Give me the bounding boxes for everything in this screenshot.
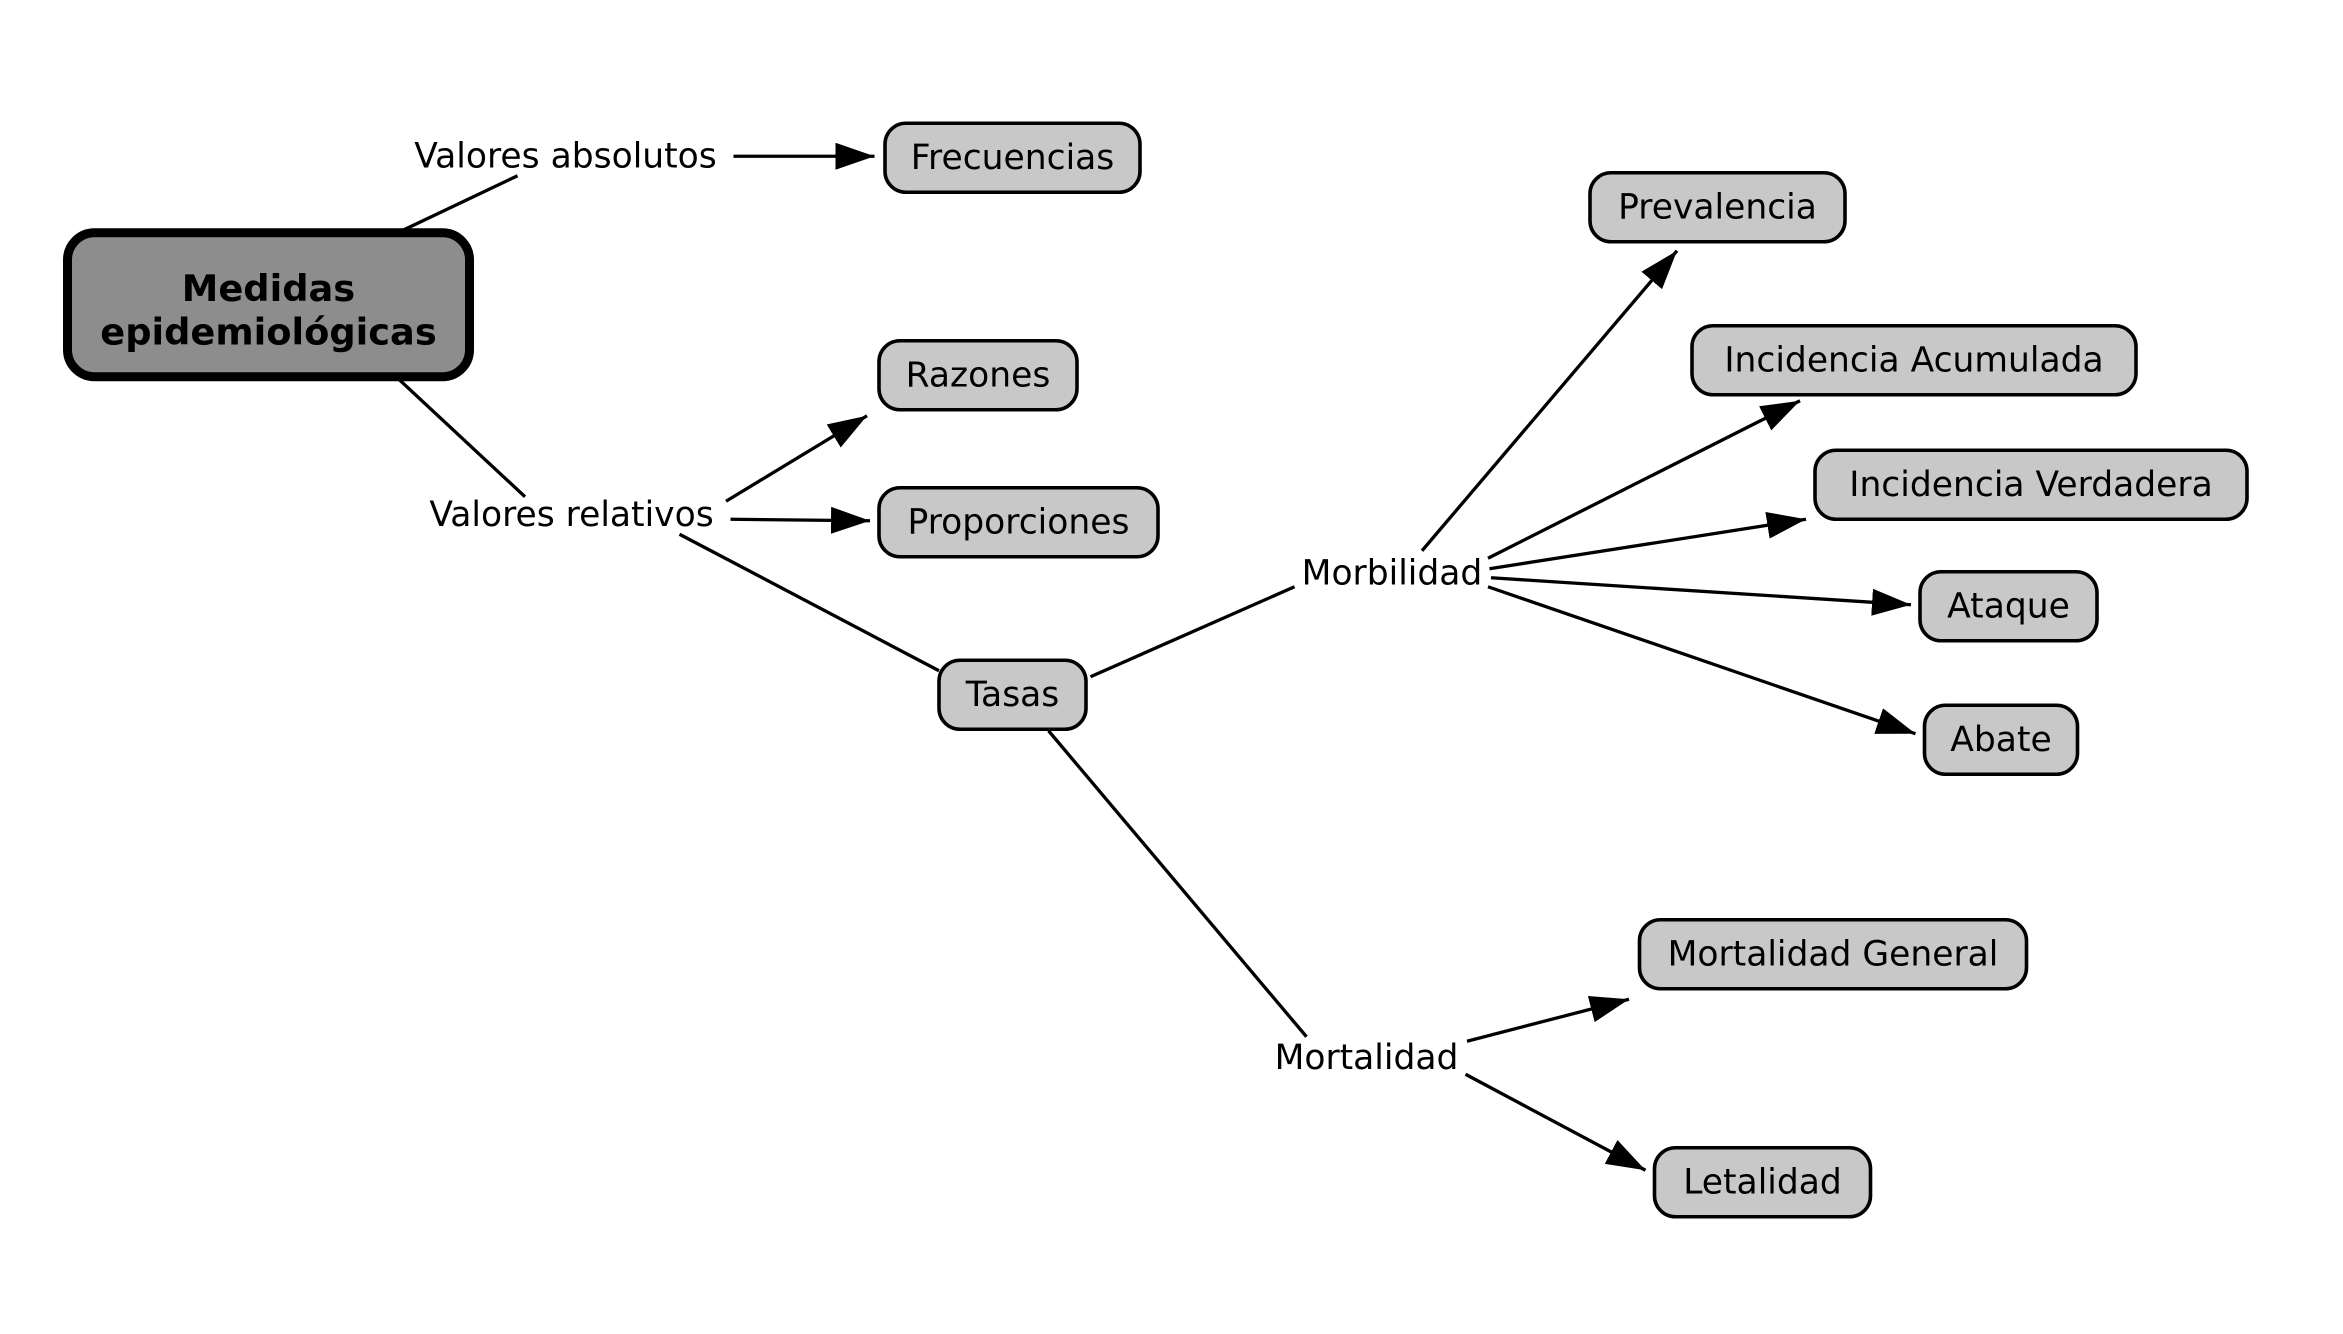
edge-morbilidad-to-incidencia-verdadera <box>1489 511 1807 571</box>
node-proporciones: Proporciones <box>877 485 1160 559</box>
node-incidencia-verdadera: Incidencia Verdadera <box>1813 448 2249 522</box>
branch-label-valores-absolutos: Valores absolutos <box>414 136 717 176</box>
root-node-label-line1: Medidas <box>182 267 355 310</box>
root-node-box <box>63 228 474 382</box>
node-tasas-label: Tasas <box>965 675 1060 715</box>
node-tasas-box <box>937 658 1088 732</box>
node-incidencia-verdadera-box <box>1813 448 2249 522</box>
edge-tasas-to-mortalidad <box>1047 729 1308 1038</box>
edge-tasas-to-morbilidad <box>1089 585 1296 679</box>
node-prevalencia: Prevalencia <box>1588 170 1847 244</box>
node-tasas: Tasas <box>937 658 1088 732</box>
edge-valores-relativos-to-razones <box>725 414 868 503</box>
node-abate: Abate <box>1922 703 2080 777</box>
edge-valores-relativos-to-proporciones <box>730 506 871 534</box>
edge-morbilidad-to-prevalencia <box>1420 249 1679 552</box>
root-node-label-line2: epidemiológicas <box>100 310 436 353</box>
edge-morbilidad-to-incidencia-acumulada <box>1487 399 1801 560</box>
edge-mortalidad-to-letalidad <box>1464 1072 1647 1172</box>
node-mortalidad-general-box <box>1637 917 2029 991</box>
node-mortalidad-general-label: Mortalidad General <box>1668 934 1999 974</box>
node-razones-label: Razones <box>906 355 1051 395</box>
node-razones-box <box>877 338 1079 412</box>
node-proporciones-label: Proporciones <box>908 502 1130 542</box>
node-letalidad: Letalidad <box>1652 1145 1873 1219</box>
node-frecuencias: Frecuencias <box>883 121 1142 195</box>
node-ataque: Ataque <box>1918 569 2099 643</box>
node-incidencia-acumulada: Incidencia Acumulada <box>1690 323 2138 397</box>
node-incidencia-acumulada-box <box>1690 323 2138 397</box>
node-incidencia-verdadera-label: Incidencia Verdadera <box>1849 465 2212 505</box>
node-frecuencias-label: Frecuencias <box>911 138 1115 178</box>
branch-label-morbilidad: Morbilidad <box>1302 553 1483 593</box>
node-proporciones-box <box>877 485 1160 559</box>
edge-mortalidad-to-mortalidad-general <box>1466 995 1630 1043</box>
edge-valores-relativos-to-tasas <box>678 532 940 673</box>
node-abate-box <box>1922 703 2080 777</box>
node-ataque-box <box>1918 569 2099 643</box>
node-razones: Razones <box>877 338 1079 412</box>
branch-label-valores-relativos: Valores relativos <box>429 495 713 535</box>
edge-root-to-valores-absolutos <box>393 174 519 236</box>
edge-mortalidad-to-abate <box>1487 585 1917 736</box>
node-incidencia-acumulada-label: Incidencia Acumulada <box>1724 340 2103 380</box>
branch-label-mortalidad: Mortalidad <box>1275 1038 1459 1078</box>
node-ataque-label: Ataque <box>1947 586 2070 626</box>
node-abate-label: Abate <box>1950 720 2051 760</box>
node-frecuencias-box <box>883 121 1142 195</box>
node-mortalidad-general: Mortalidad General <box>1637 917 2029 991</box>
edge-morbilidad-to-ataque <box>1490 576 1912 616</box>
node-prevalencia-box <box>1588 170 1847 244</box>
node-prevalencia-label: Prevalencia <box>1618 187 1817 227</box>
node-letalidad-label: Letalidad <box>1683 1162 1842 1202</box>
node-root-medidas-epidemiologicas: Medidas epidemiológicas <box>63 228 474 382</box>
node-letalidad-box <box>1652 1145 1873 1219</box>
edge-root-to-valores-relativos <box>393 374 527 498</box>
